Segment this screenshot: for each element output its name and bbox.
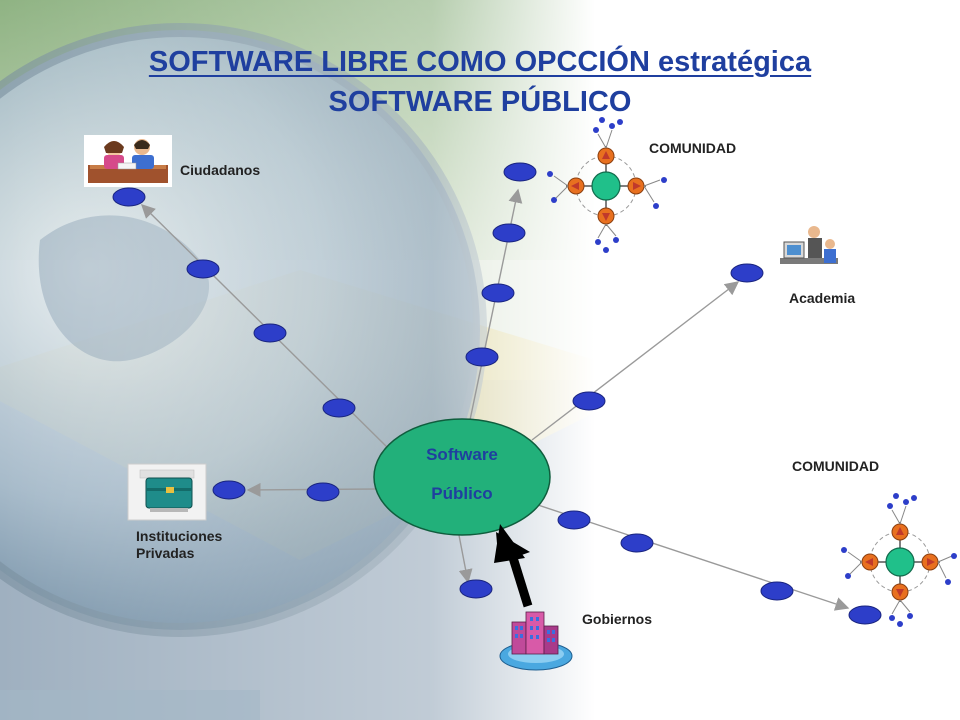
- label-comunidad-right: COMUNIDAD: [792, 458, 880, 474]
- label-comunidad-top: COMUNIDAD: [649, 140, 737, 156]
- community-cluster-top: [547, 117, 667, 253]
- node: [557, 510, 591, 530]
- slide-subtitle: SOFTWARE PÚBLICO: [328, 86, 632, 118]
- city-buildings-icon: [499, 611, 573, 671]
- center-label-line2: Público: [431, 484, 493, 503]
- people-at-desk-icon: [84, 135, 172, 187]
- connector-lines: [141, 188, 850, 611]
- person-at-computer-icon: [780, 226, 838, 264]
- node: [459, 579, 493, 599]
- label-gobiernos: Gobiernos: [582, 611, 653, 627]
- community-cluster-right: [841, 493, 957, 627]
- node: [212, 480, 246, 500]
- node: [112, 187, 146, 207]
- briefcase-icon: [127, 463, 207, 521]
- node: [186, 259, 220, 279]
- node: [253, 323, 287, 343]
- node: [481, 283, 515, 303]
- node: [760, 581, 794, 601]
- line-to-academia: [531, 281, 740, 441]
- node: [572, 391, 606, 411]
- network-cluster-icon: [547, 117, 667, 253]
- label-instituciones-line2: Privadas: [136, 545, 195, 561]
- node: [848, 605, 882, 625]
- center-node: [373, 418, 551, 536]
- node: [492, 223, 526, 243]
- node: [503, 162, 537, 182]
- label-academia: Academia: [789, 290, 856, 306]
- center-label-line1: Software: [426, 445, 498, 464]
- node: [322, 398, 356, 418]
- label-instituciones: Instituciones Privadas: [136, 528, 222, 562]
- node: [620, 533, 654, 553]
- node: [306, 482, 340, 502]
- label-instituciones-line1: Instituciones: [136, 528, 223, 544]
- node: [730, 263, 764, 283]
- node: [465, 347, 499, 367]
- gobiernos-arrow: [494, 524, 533, 608]
- line-to-gobiernos: [457, 529, 473, 584]
- label-ciudadanos: Ciudadanos: [180, 162, 261, 178]
- slide-title: SOFTWARE LIBRE COMO OPCCIÓN estratégica: [148, 46, 812, 78]
- network-nodes: [112, 162, 882, 625]
- network-cluster-icon: [841, 493, 957, 627]
